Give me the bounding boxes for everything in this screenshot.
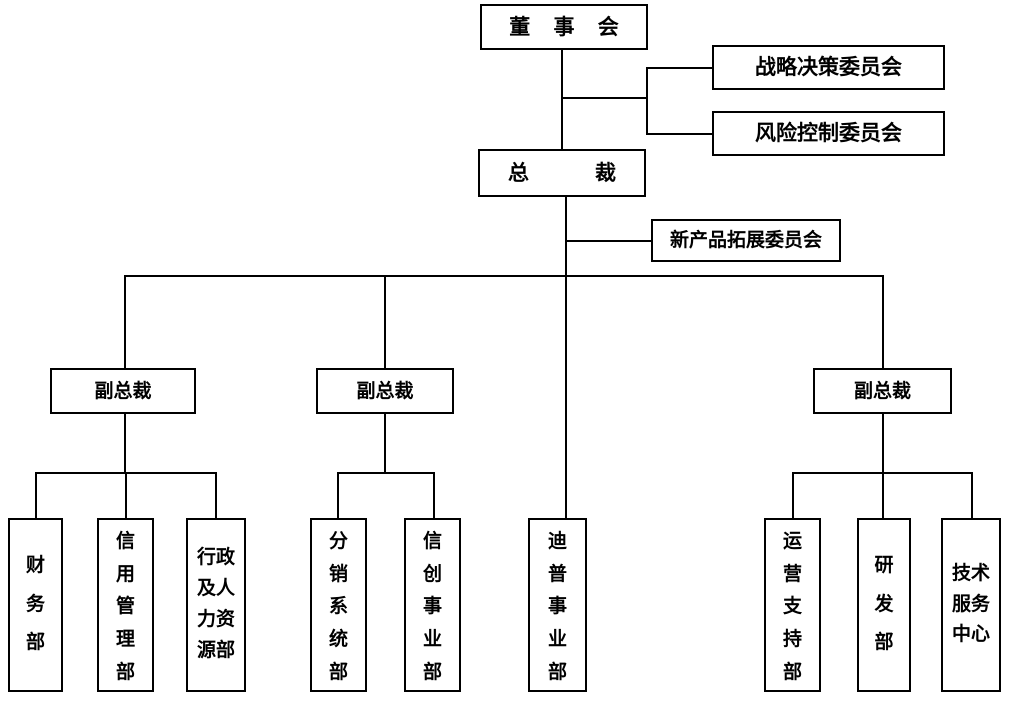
node-distribution-system-department[interactable]: 分 销 系 统 部: [310, 518, 367, 692]
node-vice-president-middle[interactable]: 副总裁: [316, 368, 454, 414]
connector-to-strategy-committee: [646, 67, 714, 69]
node-president[interactable]: 总 裁: [478, 149, 646, 197]
node-label: 技术 服务 中心: [951, 562, 990, 646]
node-label: 信 创 事 业 部: [422, 531, 442, 683]
connector-drop-rnd: [882, 472, 884, 519]
node-credit-management-department[interactable]: 信 用 管 理 部: [97, 518, 154, 692]
node-strategy-decision-committee[interactable]: 战略决策委员会: [712, 45, 945, 90]
connector-vp-mid-bus: [337, 472, 435, 474]
connector-vp-mid-stem: [384, 414, 386, 474]
node-label: 信 用 管 理 部: [115, 531, 135, 683]
node-label: 战略决策委员会: [755, 55, 902, 79]
connector-vp-left-stem: [124, 414, 126, 474]
node-label: 董 事 会: [509, 14, 628, 39]
connector-drop-credit: [125, 472, 127, 519]
node-label: 行政 及人 力资 源部: [196, 547, 235, 661]
node-risk-control-committee[interactable]: 风险控制委员会: [712, 111, 945, 156]
connector-bus-drop-vp-mid: [384, 275, 386, 369]
connector-vp-bus: [124, 275, 884, 277]
connector-bus-drop-vp-right: [882, 275, 884, 369]
node-label: 副总裁: [853, 380, 911, 402]
connector-drop-xinchuang: [433, 472, 435, 519]
node-label: 运 营 支 持 部: [782, 531, 802, 683]
node-label: 新产品拓展委员会: [669, 230, 822, 251]
connector-board-committee-stub: [561, 97, 648, 99]
connector-board-to-president: [561, 50, 563, 149]
connector-drop-operations: [792, 472, 794, 519]
node-label: 财 务 部: [25, 554, 45, 654]
node-label: 迪 普 事 业 部: [547, 531, 567, 683]
node-admin-hr-department[interactable]: 行政 及人 力资 源部: [186, 518, 246, 692]
node-label: 风险控制委员会: [755, 121, 902, 145]
connector-drop-finance: [35, 472, 37, 519]
connector-to-risk-committee: [646, 133, 714, 135]
node-vice-president-right[interactable]: 副总裁: [813, 368, 952, 414]
node-board-of-directors[interactable]: 董 事 会: [480, 4, 648, 50]
node-vice-president-left[interactable]: 副总裁: [50, 368, 196, 414]
node-dipu-business-department[interactable]: 迪 普 事 业 部: [528, 518, 587, 692]
node-rnd-department[interactable]: 研 发 部: [857, 518, 911, 692]
connector-committee-riser: [646, 67, 648, 135]
connector-drop-distribution: [337, 472, 339, 519]
node-label: 副总裁: [356, 380, 414, 402]
node-label: 分 销 系 统 部: [328, 531, 348, 683]
node-technical-service-center[interactable]: 技术 服务 中心: [941, 518, 1001, 692]
connector-vp-right-stem: [882, 414, 884, 474]
node-label: 副总裁: [94, 380, 152, 402]
connector-bus-drop-vp-left: [124, 275, 126, 369]
connector-president-spine: [565, 197, 567, 519]
connector-drop-hr: [215, 472, 217, 519]
node-operations-support-department[interactable]: 运 营 支 持 部: [764, 518, 821, 692]
connector-drop-tech-service: [971, 472, 973, 519]
node-label: 总 裁: [508, 160, 625, 185]
connector-to-npd-committee: [565, 240, 652, 242]
node-finance-department[interactable]: 财 务 部: [8, 518, 63, 692]
node-label: 研 发 部: [874, 554, 894, 654]
node-xinchuang-business-department[interactable]: 信 创 事 业 部: [404, 518, 461, 692]
node-new-product-development-committee[interactable]: 新产品拓展委员会: [651, 219, 841, 262]
